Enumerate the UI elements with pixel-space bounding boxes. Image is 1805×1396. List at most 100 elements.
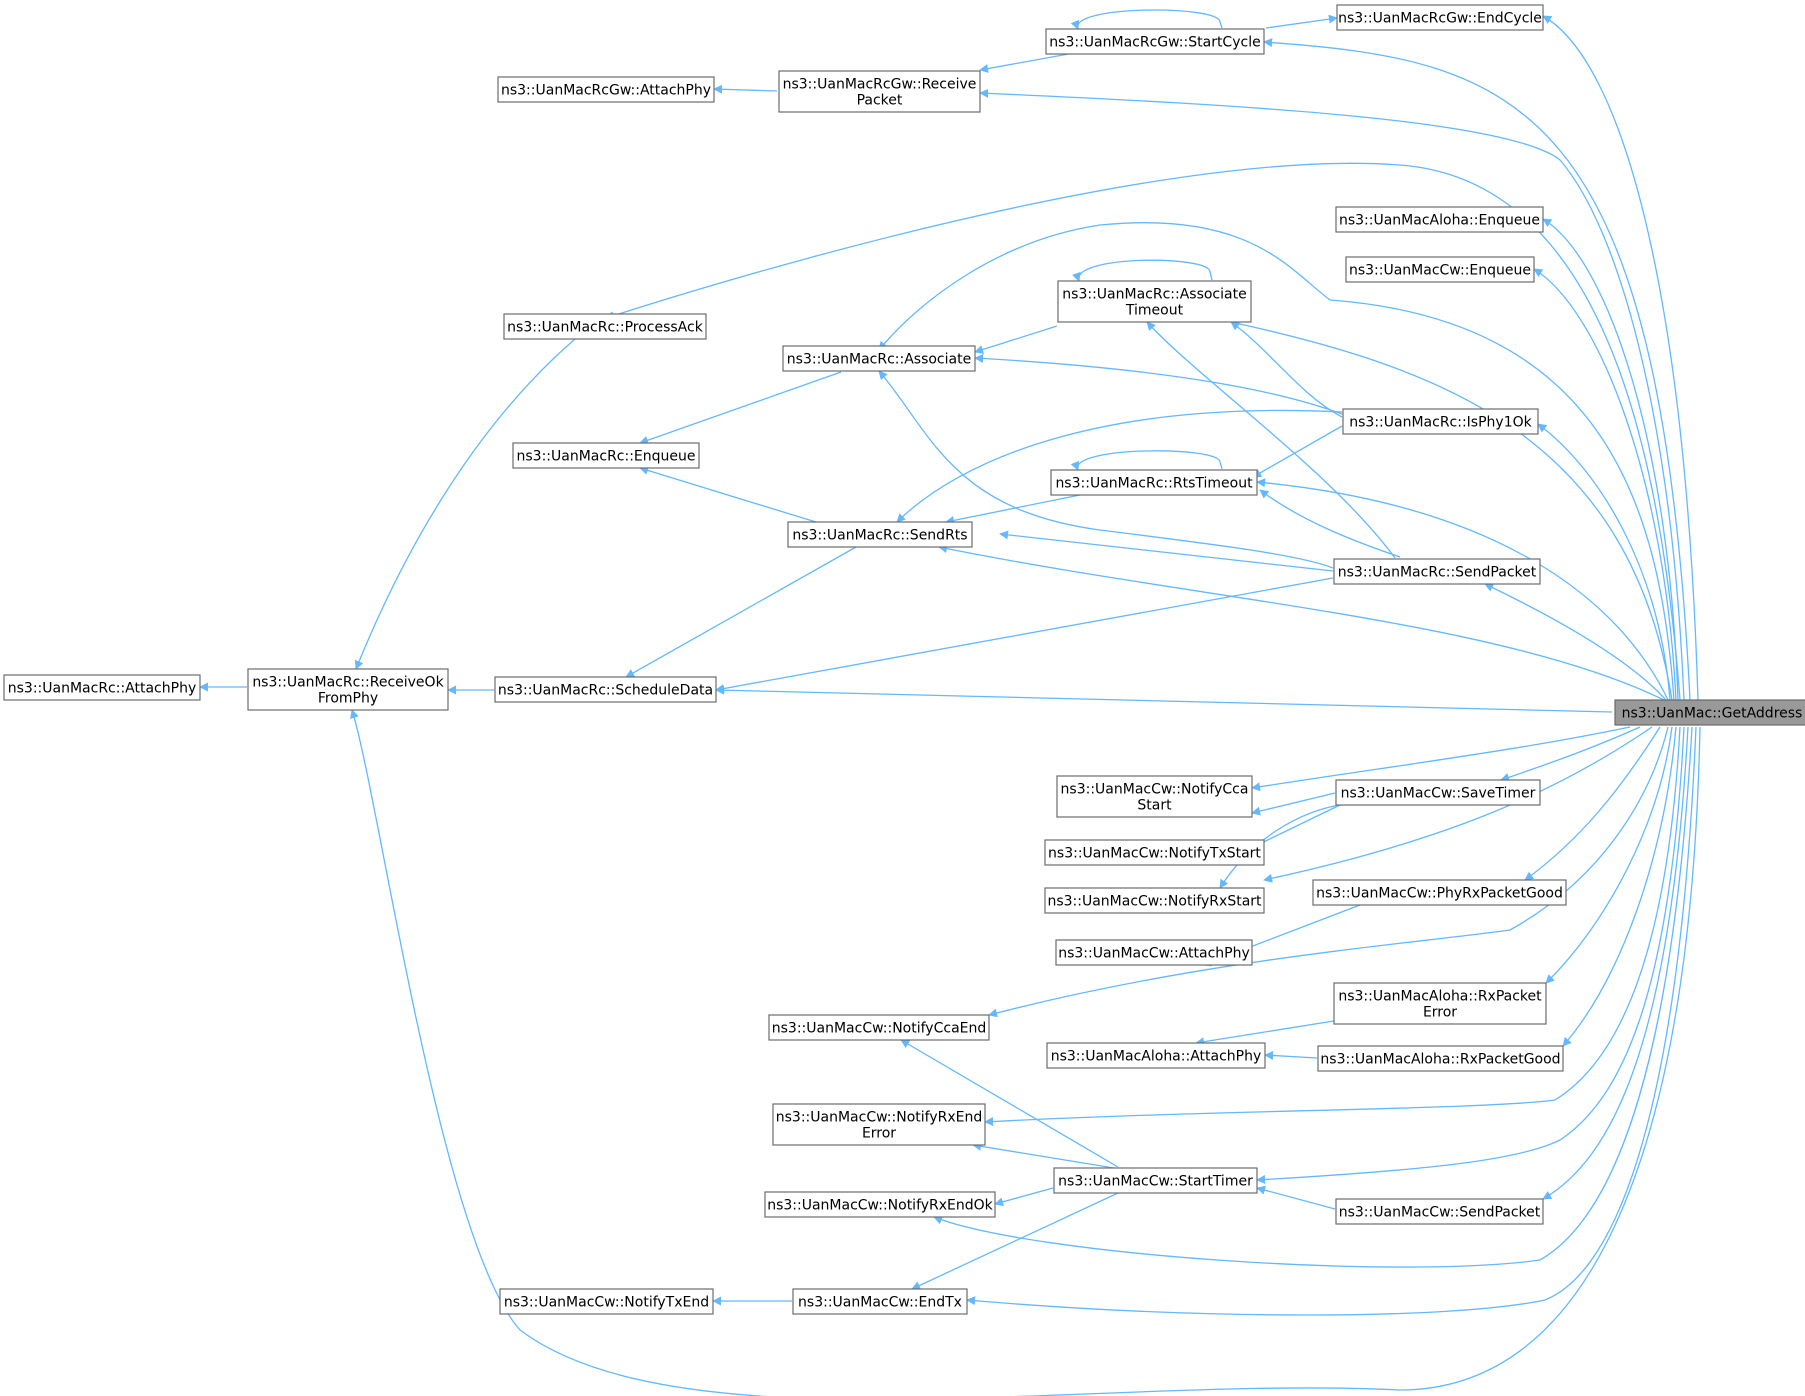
call-edge-path <box>911 1192 1119 1290</box>
call-edge-path <box>938 544 1665 701</box>
call-edge <box>1542 218 1679 701</box>
call-edge-path <box>1537 423 1671 701</box>
node-sendrts[interactable]: ns3::UanMacRc::SendRts <box>787 521 973 548</box>
node-box <box>1336 4 1544 31</box>
call-edge <box>933 726 1693 1268</box>
node-aloha-attach[interactable]: ns3::UanMacAloha::AttachPhy <box>1046 1042 1266 1069</box>
node-box <box>1614 699 1805 726</box>
node-box <box>494 676 717 703</box>
node-scheduledata[interactable]: ns3::UanMacRc::ScheduleData <box>494 676 717 703</box>
call-edge-path <box>1146 321 1396 559</box>
call-edge <box>625 546 857 678</box>
node-box <box>1045 28 1265 55</box>
node-cw-attach[interactable]: ns3::UanMacCw::AttachPhy <box>1055 939 1253 966</box>
call-edge <box>999 530 1334 572</box>
call-edge-path <box>1542 218 1679 701</box>
call-edge <box>900 1039 1119 1168</box>
node-box <box>3 674 201 701</box>
node-label: ns3::UanMacCw::AttachPhy <box>1058 946 1250 962</box>
node-label: ns3::UanMacAloha::RxPacket <box>1338 989 1542 1005</box>
call-edge-path <box>1542 15 1699 701</box>
node-aloha-enq[interactable]: ns3::UanMacAloha::Enqueue <box>1335 206 1544 233</box>
node-box <box>1055 939 1253 966</box>
call-edge <box>1263 726 1653 883</box>
node-label: ns3::UanMacCw::PhyRxPacketGood <box>1316 886 1563 902</box>
call-edge <box>1533 268 1677 701</box>
call-edge <box>979 88 1685 701</box>
call-edge <box>639 371 842 445</box>
node-gw-attach[interactable]: ns3::UanMacRcGw::AttachPhy <box>497 76 715 103</box>
node-box <box>1056 775 1253 818</box>
node-processack[interactable]: ns3::UanMacRc::ProcessAck <box>503 313 707 340</box>
node-ccaend[interactable]: ns3::UanMacCw::NotifyCcaEnd <box>768 1014 990 1041</box>
node-box <box>768 1014 990 1041</box>
node-box <box>1046 1042 1266 1069</box>
node-label: ns3::UanMacCw::SaveTimer <box>1341 786 1536 802</box>
node-endtx[interactable]: ns3::UanMacCw::EndTx <box>792 1288 968 1315</box>
node-isphy1ok[interactable]: ns3::UanMacRc::IsPhy1Ok <box>1342 408 1539 435</box>
call-edge-path <box>715 577 1334 693</box>
call-edge <box>1562 726 1677 1047</box>
node-phyrxgood[interactable]: ns3::UanMacCw::PhyRxPacketGood <box>1312 879 1567 906</box>
node-rc-enq[interactable]: ns3::UanMacRc::Enqueue <box>512 442 700 469</box>
node-endcycle[interactable]: ns3::UanMacRcGw::EndCycle <box>1336 4 1544 31</box>
node-cw-enq[interactable]: ns3::UanMacCw::Enqueue <box>1345 256 1535 283</box>
node-savetimer[interactable]: ns3::UanMacCw::SaveTimer <box>1335 779 1541 806</box>
node-aloha-rxgood[interactable]: ns3::UanMacAloha::RxPacketGood <box>1317 1045 1564 1072</box>
node-box <box>778 70 981 113</box>
call-edge-path <box>972 1141 1121 1170</box>
node-associate[interactable]: ns3::UanMacRc::Associate <box>782 345 976 372</box>
call-edge-path <box>1533 268 1677 701</box>
call-edge-path <box>1265 14 1338 29</box>
node-box <box>772 1103 986 1146</box>
call-edge <box>1230 321 1343 418</box>
node-txend[interactable]: ns3::UanMacCw::NotifyTxEnd <box>499 1288 714 1315</box>
node-label: FromPhy <box>318 691 378 707</box>
call-edge-path <box>715 685 1613 713</box>
call-edge-path <box>984 726 1681 1127</box>
call-edge <box>1500 726 1641 782</box>
call-edge-path <box>1070 450 1223 471</box>
node-box <box>1312 879 1567 906</box>
call-edge-path <box>1072 259 1213 282</box>
node-box <box>1044 839 1265 866</box>
edges-layer <box>199 9 1701 1396</box>
call-edge-path <box>945 494 1081 525</box>
call-edge-path <box>994 1187 1054 1207</box>
node-label: ns3::UanMacRcGw::EndCycle <box>1338 11 1542 27</box>
call-edge <box>896 409 1343 523</box>
node-rc-sendpkt[interactable]: ns3::UanMacRc::SendPacket <box>1333 558 1541 585</box>
call-edge <box>1542 726 1689 1200</box>
call-edge-path <box>1500 726 1641 782</box>
node-rc-attach[interactable]: ns3::UanMacRc::AttachPhy <box>3 674 201 701</box>
call-edge <box>1256 726 1685 1185</box>
node-label: ns3::UanMacAloha::AttachPhy <box>1051 1049 1262 1065</box>
node-box <box>512 442 700 469</box>
call-edge-path <box>1252 425 1343 478</box>
node-starttimer[interactable]: ns3::UanMacCw::StartTimer <box>1053 1167 1258 1194</box>
call-edge-path <box>966 726 1697 1316</box>
node-rxstart[interactable]: ns3::UanMacCw::NotifyRxStart <box>1044 887 1265 914</box>
call-edge-path <box>1195 1019 1341 1047</box>
call-edge-path <box>1256 1185 1336 1210</box>
node-box <box>1333 558 1541 585</box>
call-edge <box>1252 425 1343 478</box>
node-txstart[interactable]: ns3::UanMacCw::NotifyTxStart <box>1044 839 1265 866</box>
node-cw-sendpkt[interactable]: ns3::UanMacCw::SendPacket <box>1335 1198 1544 1225</box>
call-edge-path <box>974 325 1058 354</box>
node-startcycle[interactable]: ns3::UanMacRcGw::StartCycle <box>1045 28 1265 55</box>
node-rtstimeout[interactable]: ns3::UanMacRc::RtsTimeout <box>1050 469 1258 496</box>
target-node-getaddress[interactable]: ns3::UanMac::GetAddress <box>1614 699 1805 726</box>
node-box <box>1050 469 1258 496</box>
call-edge <box>974 353 1343 415</box>
node-label: ns3::UanMacRc::Associate <box>787 352 971 368</box>
call-edge <box>1072 259 1213 282</box>
node-rxendok[interactable]: ns3::UanMacCw::NotifyRxEndOk <box>764 1191 996 1218</box>
call-edge-path <box>1263 726 1653 883</box>
